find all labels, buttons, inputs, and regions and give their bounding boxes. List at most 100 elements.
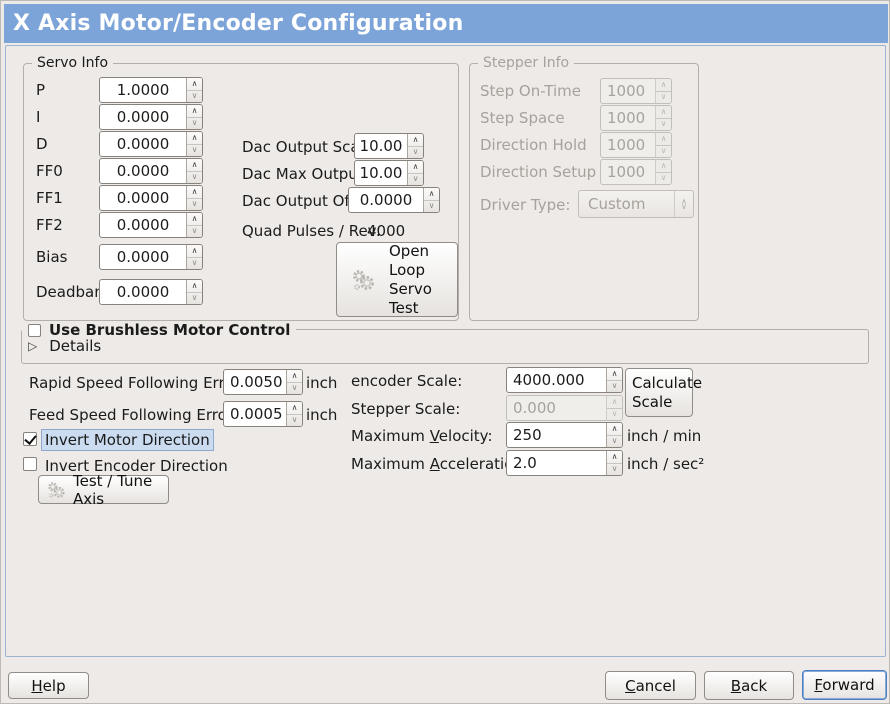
spin-up-icon: ∧ bbox=[656, 133, 671, 146]
spin-down-icon[interactable]: ∨ bbox=[412, 174, 419, 184]
forward-button[interactable]: Forward bbox=[802, 670, 887, 700]
spin-up-icon[interactable]: ∧ bbox=[607, 423, 622, 436]
dac-output-offset-label: Dac Output Offset: bbox=[242, 192, 383, 210]
spin-up-icon[interactable]: ∧ bbox=[408, 134, 423, 147]
spin-up-icon: ∧ bbox=[656, 160, 671, 173]
spin-up-icon[interactable]: ∧ bbox=[187, 280, 202, 293]
d-spinbox[interactable]: 0.0000 ∧∨ bbox=[99, 131, 203, 157]
spin-up-icon[interactable]: ∧ bbox=[607, 451, 622, 464]
back-button[interactable]: Back bbox=[704, 671, 794, 700]
max-acceleration-label: Maximum Acceleration: bbox=[351, 455, 528, 473]
spin-up-icon[interactable]: ∧ bbox=[187, 132, 202, 145]
invert-motor-label[interactable]: Invert Motor Direction bbox=[41, 429, 214, 451]
ff1-spinbox[interactable]: 0.0000 ∧∨ bbox=[99, 185, 203, 211]
ff2-spinbox[interactable]: 0.0000 ∧∨ bbox=[99, 212, 203, 238]
spin-up-icon[interactable]: ∧ bbox=[607, 368, 622, 381]
use-brushless-checkbox[interactable] bbox=[28, 323, 41, 337]
spin-up-icon[interactable]: ∧ bbox=[287, 370, 302, 383]
use-brushless-label: Use Brushless Motor Control bbox=[49, 321, 291, 339]
spin-up-icon[interactable]: ∧ bbox=[424, 188, 439, 201]
invert-motor-checkbox[interactable] bbox=[23, 432, 37, 446]
gears-icon bbox=[48, 481, 65, 498]
calculate-scale-button[interactable]: Calculate Scale bbox=[625, 368, 702, 417]
direction-setup-label: Direction Setup bbox=[480, 163, 597, 181]
bias-label: Bias bbox=[36, 248, 68, 266]
spin-down-icon[interactable]: ∨ bbox=[191, 199, 198, 209]
feed-following-error-spinbox[interactable]: 0.0005 ∧∨ bbox=[223, 401, 303, 427]
stepper-info-frame-title: Stepper Info bbox=[478, 55, 575, 71]
spin-up-icon[interactable]: ∧ bbox=[287, 402, 302, 415]
spin-down-icon[interactable]: ∨ bbox=[191, 226, 198, 236]
bias-spinbox[interactable]: 0.0000 ∧∨ bbox=[99, 244, 203, 270]
spin-up-icon[interactable]: ∧ bbox=[187, 78, 202, 91]
step-space-spinbox: 1000 ∧∨ bbox=[600, 105, 672, 131]
dac-output-offset-spinbox[interactable]: 0.0000 ∧∨ bbox=[348, 187, 440, 213]
driver-type-combobox: Custom ∧∨ bbox=[578, 190, 694, 218]
help-button[interactable]: Help bbox=[8, 672, 89, 699]
max-acceleration-spinbox[interactable]: 2.0 ∧∨ bbox=[506, 450, 623, 476]
brushless-frame: Use Brushless Motor Control ▷ Details bbox=[21, 321, 869, 364]
cancel-button[interactable]: Cancel bbox=[605, 671, 696, 700]
details-expander[interactable]: ▷ Details bbox=[28, 337, 101, 355]
ff0-spinbox[interactable]: 0.0000 ∧∨ bbox=[99, 158, 203, 184]
stepper-scale-spinbox: 0.000 ∧∨ bbox=[506, 395, 623, 421]
expander-arrow-icon: ▷ bbox=[28, 339, 38, 353]
max-velocity-spinbox[interactable]: 250 ∧∨ bbox=[506, 422, 623, 448]
step-on-time-spinbox: 1000 ∧∨ bbox=[600, 78, 672, 104]
spin-down-icon[interactable]: ∨ bbox=[191, 91, 198, 101]
content-panel bbox=[5, 45, 886, 657]
spin-down-icon[interactable]: ∨ bbox=[428, 201, 435, 211]
spin-down-icon[interactable]: ∨ bbox=[191, 145, 198, 155]
spin-down-icon[interactable]: ∨ bbox=[611, 436, 618, 446]
details-label: Details bbox=[49, 337, 102, 355]
spin-up-icon: ∧ bbox=[607, 396, 622, 409]
spin-down-icon[interactable]: ∨ bbox=[191, 293, 198, 303]
spin-down-icon[interactable]: ∨ bbox=[191, 258, 198, 268]
combo-arrows-icon: ∧∨ bbox=[674, 191, 693, 217]
p-spinbox[interactable]: 1.0000 ∧∨ bbox=[99, 77, 203, 103]
test-tune-axis-button[interactable]: Test / Tune Axis bbox=[38, 472, 169, 508]
spin-down-icon: ∨ bbox=[660, 146, 667, 156]
driver-type-label: Driver Type: bbox=[480, 196, 571, 214]
dac-output-scale-label: Dac Output Scale: bbox=[242, 138, 379, 156]
p-label: P bbox=[36, 81, 46, 99]
spin-up-icon[interactable]: ∧ bbox=[187, 213, 202, 226]
rapid-following-error-spinbox[interactable]: 0.0050 ∧∨ bbox=[223, 369, 303, 395]
spin-up-icon[interactable]: ∧ bbox=[187, 159, 202, 172]
spin-up-icon[interactable]: ∧ bbox=[187, 186, 202, 199]
encoder-scale-spinbox[interactable]: 4000.000 ∧∨ bbox=[506, 367, 623, 393]
spin-down-icon[interactable]: ∨ bbox=[191, 118, 198, 128]
feed-following-error-unit: inch bbox=[306, 406, 338, 424]
spin-down-icon[interactable]: ∨ bbox=[611, 464, 618, 474]
i-spinbox[interactable]: 0.0000 ∧∨ bbox=[99, 104, 203, 130]
spin-down-icon[interactable]: ∨ bbox=[412, 147, 419, 157]
calculate-scale-label: Calculate Scale bbox=[632, 373, 703, 411]
page-title: X Axis Motor/Encoder Configuration bbox=[13, 11, 464, 36]
i-label: I bbox=[36, 108, 41, 126]
spin-down-icon[interactable]: ∨ bbox=[191, 172, 198, 182]
spin-down-icon[interactable]: ∨ bbox=[611, 381, 618, 391]
invert-encoder-label[interactable]: Invert Encoder Direction bbox=[45, 457, 228, 475]
dac-output-scale-spinbox[interactable]: 10.00 ∧∨ bbox=[354, 133, 424, 159]
feed-following-error-label: Feed Speed Following Error: bbox=[29, 406, 238, 424]
spin-down-icon: ∨ bbox=[660, 92, 667, 102]
open-loop-servo-test-button[interactable]: Open Loop Servo Test bbox=[336, 242, 458, 317]
open-loop-servo-test-label: Open Loop Servo Test bbox=[389, 241, 432, 317]
spin-down-icon[interactable]: ∨ bbox=[291, 415, 298, 425]
dac-max-output-spinbox[interactable]: 10.00 ∧∨ bbox=[354, 160, 424, 186]
servo-info-frame-title: Servo Info bbox=[32, 55, 114, 71]
quad-pulses-label: Quad Pulses / Rev: bbox=[242, 222, 381, 240]
max-acceleration-unit: inch / sec² bbox=[627, 455, 705, 473]
invert-encoder-checkbox[interactable] bbox=[23, 457, 37, 471]
rapid-following-error-label: Rapid Speed Following Error: bbox=[29, 374, 245, 392]
direction-setup-spinbox: 1000 ∧∨ bbox=[600, 159, 672, 185]
spin-up-icon[interactable]: ∧ bbox=[187, 245, 202, 258]
spin-down-icon[interactable]: ∨ bbox=[291, 383, 298, 393]
stepper-info-frame: Stepper Info Step On-Time 1000 ∧∨ Step S… bbox=[469, 55, 699, 321]
servo-info-frame: Servo Info P 1.0000 ∧∨ I 0.0000 ∧∨ D 0.0… bbox=[23, 55, 459, 321]
deadband-spinbox[interactable]: 0.0000 ∧∨ bbox=[99, 279, 203, 305]
spin-up-icon[interactable]: ∧ bbox=[187, 105, 202, 118]
spin-up-icon[interactable]: ∧ bbox=[408, 161, 423, 174]
spin-down-icon: ∨ bbox=[660, 119, 667, 129]
